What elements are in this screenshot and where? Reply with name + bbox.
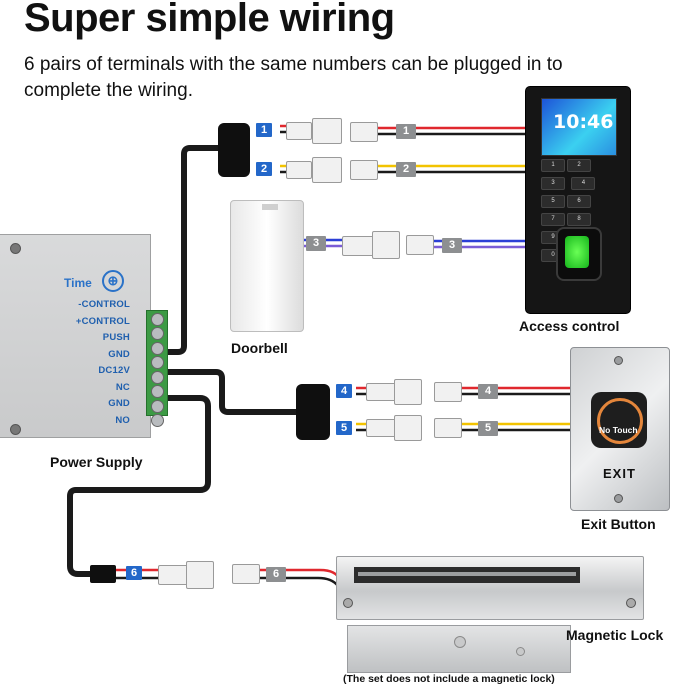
keypad-key: 1 (541, 159, 565, 172)
wire-number-badge: 6 (126, 566, 142, 580)
reader-clock: 10:46 (553, 111, 614, 133)
screw-icon (150, 312, 164, 326)
screw-icon (626, 598, 636, 608)
mounting-hole-icon (10, 424, 21, 435)
connector-male (286, 122, 312, 140)
doorbell-label: Doorbell (231, 340, 288, 356)
keypad-key: 8 (567, 213, 591, 226)
doorbell-unit (230, 200, 304, 332)
connector-male (342, 236, 374, 256)
connector-female (232, 564, 260, 584)
connector-male (366, 419, 396, 437)
wire-number-tag: 6 (266, 567, 286, 582)
connector-housing (186, 561, 214, 589)
screw-icon (150, 370, 164, 384)
connector-housing (312, 118, 342, 144)
terminal-labels: -CONTROL +CONTROL PUSH GND DC12V NC GND … (62, 297, 130, 429)
terminal-label: GND (108, 348, 130, 360)
fingerprint-icon (565, 236, 589, 268)
keypad-key: 4 (571, 177, 596, 190)
magnetic-lock-body (336, 556, 644, 620)
time-label: Time (64, 276, 92, 290)
page-subtitle: 6 pairs of terminals with the same numbe… (24, 54, 563, 101)
doorbell-vent (262, 204, 278, 210)
screw-icon (614, 356, 623, 365)
terminal-label: PUSH (102, 332, 130, 343)
wire-number-badge: 1 (256, 123, 272, 137)
screw-icon (150, 414, 164, 427)
screw-icon (343, 598, 353, 608)
keypad-key: 5 (541, 195, 565, 208)
wire-number-badge: 2 (256, 162, 272, 176)
connector-male (158, 565, 188, 585)
power-supply-label: Power Supply (50, 454, 143, 470)
connector-female (350, 160, 378, 180)
time-adjust-icon: ⊕ (102, 270, 124, 292)
keypad-key: 3 (541, 177, 565, 190)
terminal-label: +CONTROL (75, 315, 130, 327)
ferrite-core (218, 123, 250, 177)
connector-female (434, 382, 462, 402)
cable-psu-to-exit (166, 369, 298, 415)
exit-word: EXIT (603, 466, 636, 481)
footnote: (The set does not include a magnetic loc… (343, 673, 555, 685)
armature-plate (347, 625, 571, 673)
terminal-label: DC12V (98, 365, 130, 376)
connector-female (350, 122, 378, 142)
cable-psu-to-reader (166, 145, 222, 355)
wire-number-badge: 5 (336, 421, 352, 435)
mounting-hole-icon (10, 243, 21, 254)
cable-psu-to-lock (67, 395, 211, 577)
connector-housing (312, 157, 342, 183)
screw-icon (614, 494, 623, 503)
plate-hole-icon (516, 647, 525, 656)
terminal-label: NO (115, 414, 130, 426)
terminal-label: NC (115, 381, 130, 393)
ferrite-core (296, 384, 330, 440)
wire-number-tag: 4 (478, 384, 498, 399)
page-title: Super simple wiring (24, 0, 395, 40)
connector-housing (394, 415, 422, 441)
screw-icon (150, 356, 164, 369)
plate-hole-icon (454, 636, 466, 648)
connector-housing (372, 231, 400, 259)
wire-number-tag: 2 (396, 162, 416, 177)
screw-icon (150, 385, 164, 398)
cable-sleeve (90, 565, 116, 583)
screw-icon (150, 399, 164, 413)
reader-screen (541, 98, 617, 156)
connector-male (286, 161, 312, 179)
magnetic-lock-core (358, 572, 576, 576)
magnetic-lock-label: Magnetic Lock (566, 627, 664, 643)
terminal-block (146, 310, 168, 427)
terminal-label: GND (108, 398, 130, 409)
terminal-label: -CONTROL (78, 299, 130, 310)
wire-number-tag: 3 (306, 236, 326, 251)
keypad-key: 2 (567, 159, 591, 172)
access-control-label: Access control (519, 318, 620, 334)
exit-sensor-text: No Touch (599, 425, 638, 435)
sensor-ring-icon (597, 398, 643, 444)
connector-female (434, 418, 462, 438)
keypad-key: 7 (541, 213, 565, 226)
wire-number-badge: 4 (336, 384, 352, 398)
connector-housing (394, 379, 422, 405)
wire-number-tag: 3 (442, 238, 462, 253)
connector-male (366, 383, 396, 401)
screw-icon (150, 327, 164, 340)
exit-button-label: Exit Button (581, 516, 656, 532)
wire-number-tag: 5 (478, 421, 498, 436)
wire-number-tag: 1 (396, 124, 416, 139)
connector-female (406, 235, 434, 255)
keypad-key: 6 (567, 195, 591, 208)
screw-icon (150, 341, 164, 355)
